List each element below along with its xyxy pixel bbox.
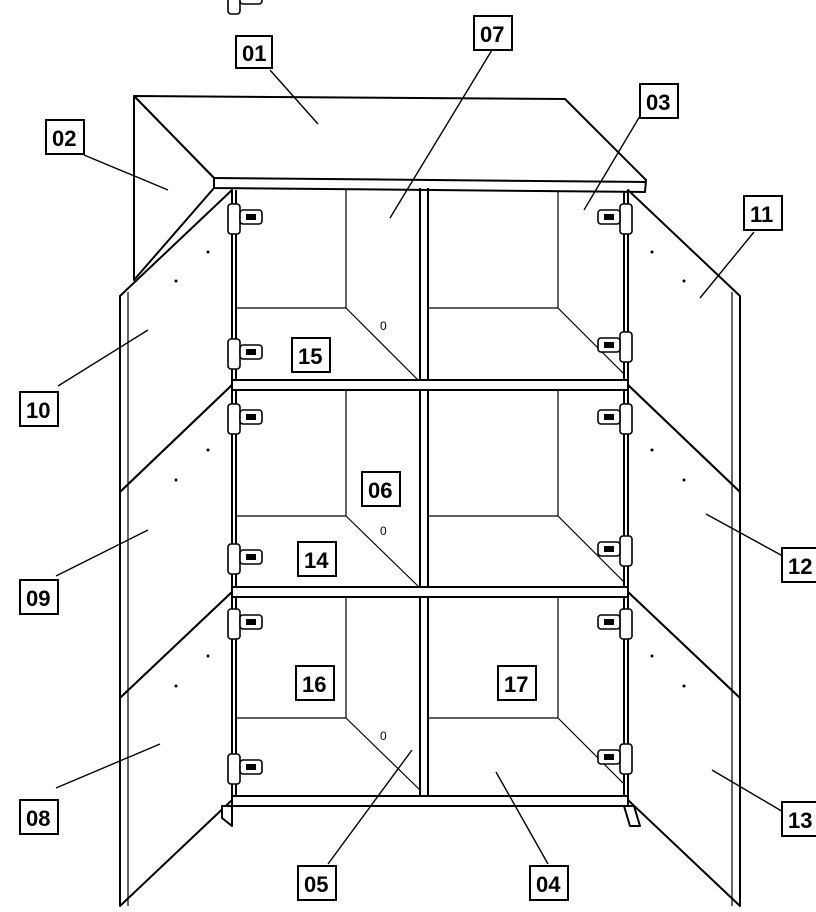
hole-mark-2: 0 (380, 524, 387, 538)
leader-lines (55, 49, 791, 865)
svg-text:05: 05 (304, 872, 328, 897)
label-09: 09 (19, 579, 59, 615)
svg-text:11: 11 (750, 202, 773, 227)
svg-text:16: 16 (302, 672, 326, 697)
label-14: 14 (297, 541, 337, 577)
svg-text:07: 07 (480, 22, 504, 47)
svg-text:08: 08 (26, 806, 50, 831)
shelf-upper (231, 379, 629, 391)
label-13: 13 (781, 801, 816, 837)
hinge-icon-group (227, 0, 263, 15)
door-holes (174, 250, 686, 688)
label-02: 02 (45, 119, 85, 155)
svg-text:01: 01 (242, 41, 266, 66)
svg-text:04: 04 (536, 872, 561, 897)
hole-mark-1: 0 (380, 319, 387, 333)
svg-text:13: 13 (788, 808, 812, 833)
label-11: 11 (743, 195, 783, 231)
svg-text:02: 02 (52, 126, 76, 151)
label-12: 12 (781, 547, 816, 583)
svg-text:06: 06 (368, 478, 392, 503)
hole-mark-3: 0 (380, 729, 387, 743)
svg-text:09: 09 (26, 586, 50, 611)
label-17: 17 (497, 665, 537, 701)
svg-text:12: 12 (788, 554, 812, 579)
door-left-bottom (119, 591, 233, 907)
left-side-panel (133, 95, 215, 281)
svg-text:10: 10 (26, 398, 50, 423)
label-10: 10 (19, 391, 59, 427)
label-06: 06 (361, 471, 401, 507)
label-04: 04 (529, 865, 569, 901)
label-03: 03 (639, 83, 679, 119)
label-01: 01 (235, 35, 273, 69)
svg-text:15: 15 (298, 344, 322, 369)
label-08: 08 (19, 799, 59, 835)
label-07: 07 (473, 15, 513, 51)
label-16: 16 (295, 665, 335, 701)
label-15: 15 (291, 337, 331, 373)
svg-text:03: 03 (646, 90, 670, 115)
svg-text:17: 17 (504, 672, 528, 697)
shelf-lower (231, 586, 629, 598)
svg-text:14: 14 (304, 548, 329, 573)
bottom-panel (231, 795, 629, 807)
door-right-bottom (627, 591, 741, 907)
label-05: 05 (297, 865, 337, 901)
